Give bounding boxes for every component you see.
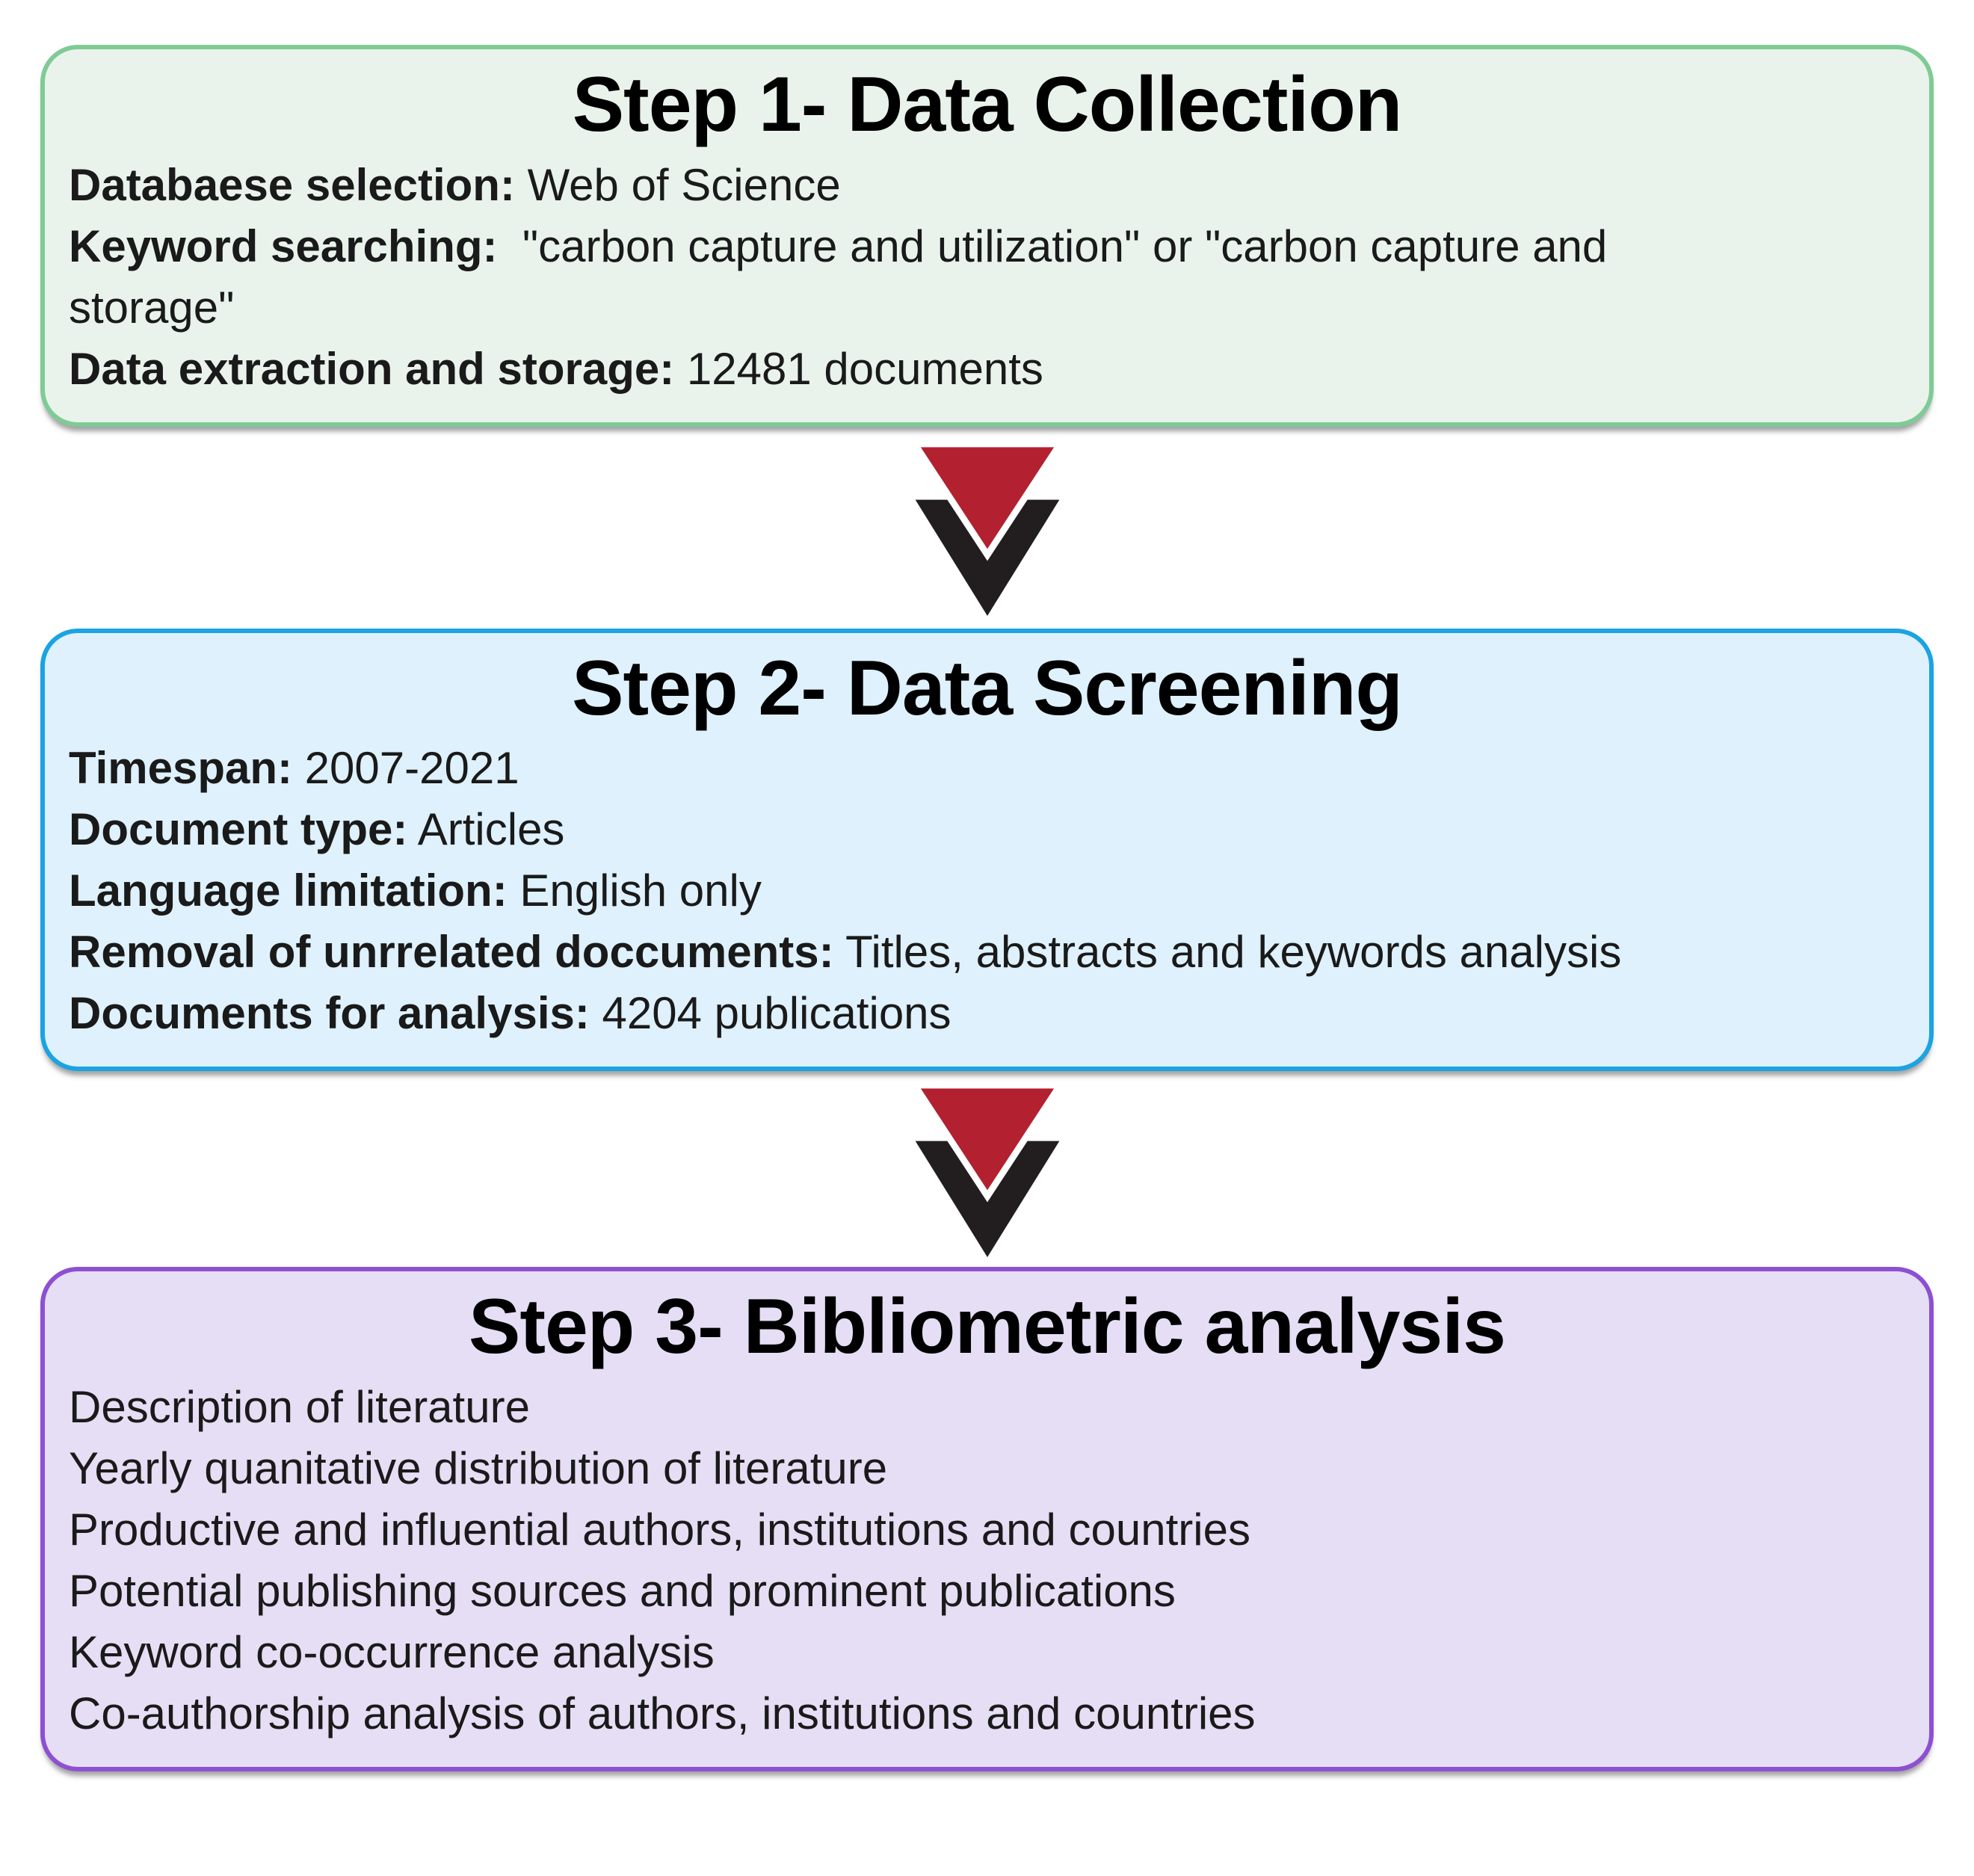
field-value: 2007-2021 — [292, 743, 519, 794]
field-label: Documents for analysis: — [69, 988, 590, 1039]
field-value: Keyword co-occurrence analysis — [69, 1626, 715, 1677]
field-value: 12481 documents — [674, 343, 1043, 394]
step2-line-timespan: Timespan: 2007-2021 — [69, 738, 1905, 799]
field-value: Titles, abstracts and keywords analysis — [833, 927, 1622, 978]
field-label: Databaese selection: — [69, 159, 515, 210]
field-value: Yearly quanitative distribution of liter… — [69, 1443, 888, 1493]
step1-line-extraction: Data extraction and storage: 12481 docum… — [69, 339, 1905, 400]
step3-line-description: Description of literature — [69, 1377, 1905, 1438]
field-value: "carbon capture and utilization" or "car… — [69, 220, 1608, 333]
field-label: Removal of unrrelated doccuments: — [69, 927, 834, 978]
field-value: Web of Science — [514, 159, 841, 210]
step3-title: Step 3- Bibliometric analysis — [468, 1283, 1506, 1371]
step2-line-doctype: Document type: Articles — [69, 799, 1905, 860]
field-label: Document type: — [69, 804, 408, 855]
arrow-gap-1 — [40, 427, 1934, 629]
step2-box: Step 2- Data Screening Timespan: 2007-20… — [40, 628, 1934, 1072]
step1-line-keyword: Keyword searching: "carbon capture and u… — [69, 216, 1905, 339]
step3-line-yearly: Yearly quanitative distribution of liter… — [69, 1438, 1905, 1499]
field-label: Keyword searching: — [69, 220, 498, 271]
step1-title: Step 1- Data Collection — [572, 61, 1403, 148]
field-value: 4204 publications — [589, 988, 951, 1039]
step3-line-sources: Potential publishing sources and promine… — [69, 1561, 1905, 1622]
field-value: Co-authorship analysis of authors, insti… — [69, 1688, 1256, 1738]
step3-box: Step 3- Bibliometric analysis Descriptio… — [40, 1267, 1934, 1771]
field-label: Data extraction and storage: — [69, 343, 675, 394]
field-value: Productive and influential authors, inst… — [69, 1504, 1250, 1555]
step3-line-productive: Productive and influential authors, inst… — [69, 1499, 1905, 1561]
field-value: Articles — [407, 804, 565, 855]
field-label: Timespan: — [69, 743, 292, 794]
field-value: English only — [507, 866, 762, 916]
step3-line-keyword-cooccurrence: Keyword co-occurrence analysis — [69, 1622, 1905, 1683]
field-value: Potential publishing sources and promine… — [69, 1565, 1176, 1616]
field-label: Language limitation: — [69, 866, 508, 916]
down-arrow-icon — [909, 1082, 1065, 1258]
step1-box: Step 1- Data Collection Databaese select… — [40, 45, 1934, 427]
arrow-gap-2 — [40, 1071, 1934, 1267]
step3-line-coauthorship: Co-authorship analysis of authors, insti… — [69, 1683, 1905, 1744]
step2-title: Step 2- Data Screening — [572, 644, 1403, 732]
step1-line-database: Databaese selection: Web of Science — [69, 155, 1905, 216]
field-value: Description of literature — [69, 1381, 530, 1432]
step2-line-analysis-count: Documents for analysis: 4204 publication… — [69, 983, 1905, 1044]
step2-line-removal: Removal of unrrelated doccuments: Titles… — [69, 922, 1905, 983]
down-arrow-icon — [909, 440, 1065, 616]
step2-line-language: Language limitation: English only — [69, 860, 1905, 922]
